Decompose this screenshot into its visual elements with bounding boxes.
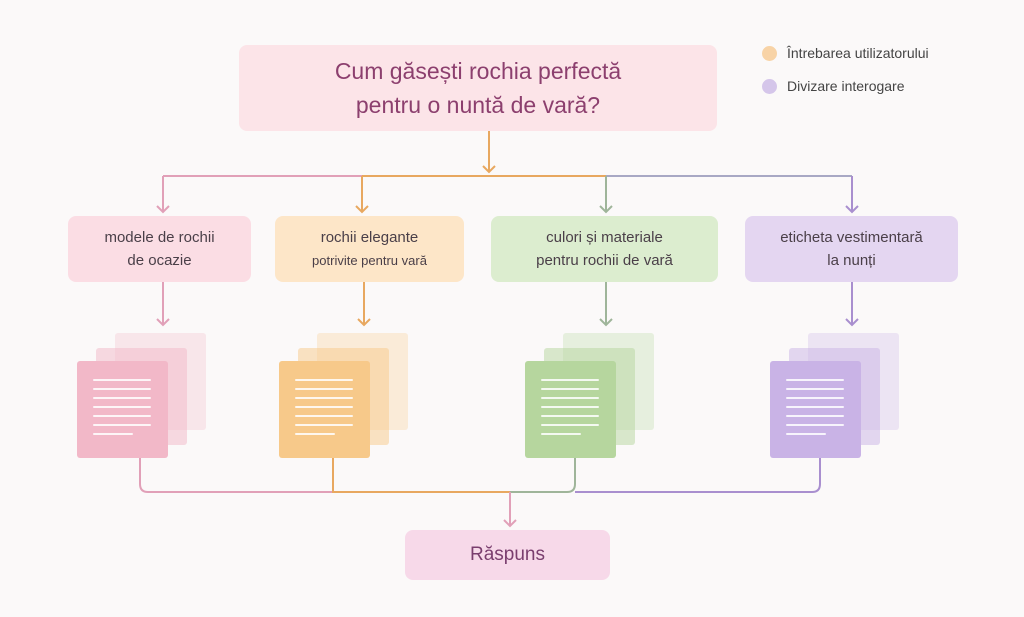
- subquery-box: culori și materiale pentru rochii de vară: [491, 216, 718, 282]
- subquery-box: modele de rochii de ocazie: [68, 216, 251, 282]
- question-line-1: Cum găsești rochia perfectă: [334, 58, 622, 84]
- subquery-line: potrivite pentru vară: [312, 253, 427, 268]
- document-icon: [770, 361, 861, 458]
- subquery-line: la nunți: [827, 252, 876, 269]
- document-icon: [279, 361, 370, 458]
- legend-dot-icon: [762, 78, 777, 94]
- subquery-line: culori și materiale: [546, 229, 663, 246]
- subquery-line: de ocazie: [127, 252, 192, 269]
- user-question-box: Cum găsești rochia perfectă pentru o nunt…: [239, 45, 717, 131]
- legend-dot-icon: [762, 45, 777, 61]
- subquery-line: pentru rochii de vară: [536, 252, 673, 269]
- legend-item-user-question: Întrebarea utilizatorului: [762, 45, 929, 61]
- subquery-box: rochii elegante potrivite pentru vară: [275, 216, 464, 282]
- subquery-line: eticheta vestimentară: [780, 229, 923, 246]
- answer-label: Răspuns: [470, 544, 545, 565]
- legend-label: Întrebarea utilizatorului: [787, 45, 929, 61]
- subquery-line: rochii elegante: [320, 229, 419, 246]
- question-line-2: pentru o nuntă de vară?: [355, 92, 601, 118]
- subquery-box: eticheta vestimentară la nunți: [745, 216, 958, 282]
- document-icon: [77, 361, 168, 458]
- document-icon: [525, 361, 616, 458]
- subquery-line: modele de rochii: [104, 229, 215, 246]
- legend-label: Divizare interogare: [787, 78, 905, 94]
- legend-item-query-split: Divizare interogare: [762, 78, 905, 94]
- answer-box: Răspuns: [405, 530, 610, 580]
